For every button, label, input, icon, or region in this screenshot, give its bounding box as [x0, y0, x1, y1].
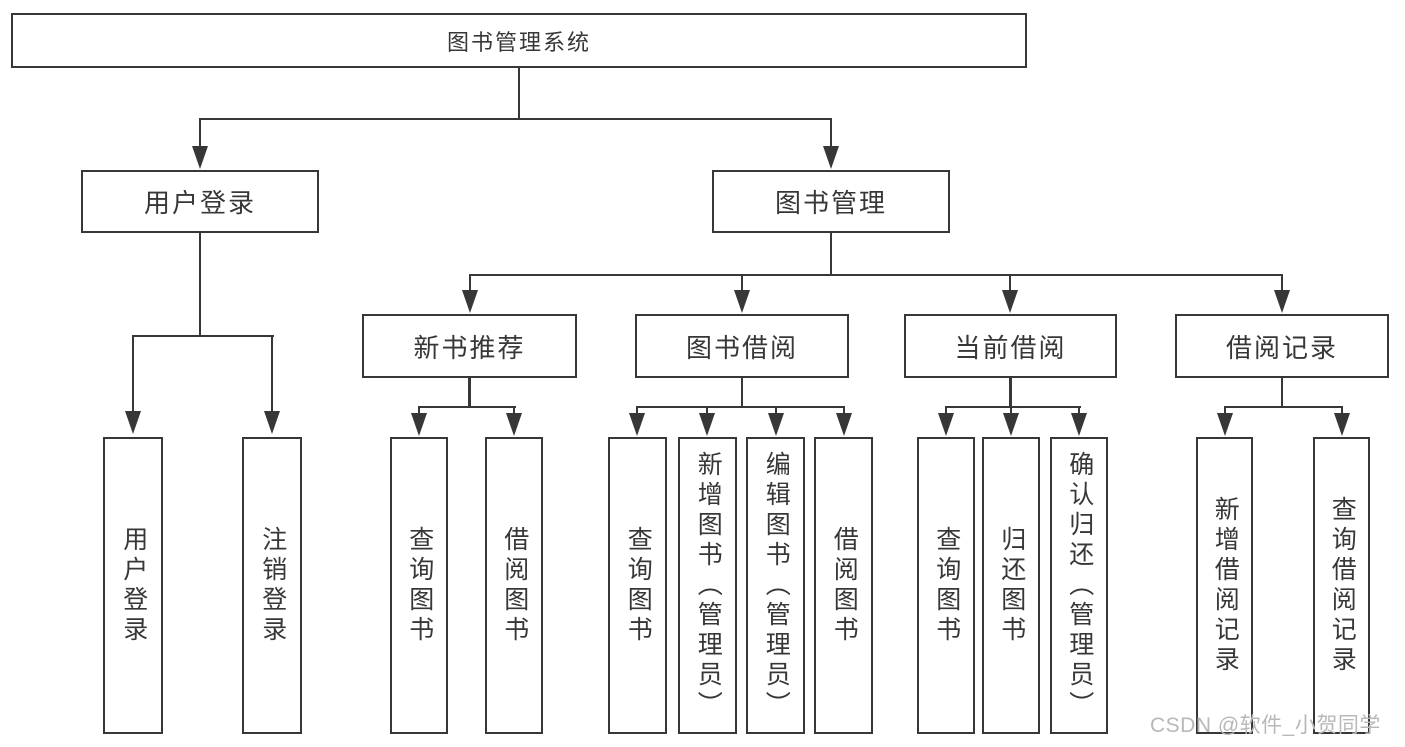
- connector-line: [198, 119, 202, 147]
- arrow-down-icon: [410, 413, 427, 436]
- connector-line: [944, 405, 1082, 409]
- connector-line: [1340, 407, 1344, 415]
- arrow-down-icon: [937, 413, 954, 436]
- node-label: 借阅记录: [1225, 332, 1338, 363]
- arrow-down-icon: [191, 146, 208, 169]
- connector-line: [1280, 378, 1284, 408]
- leaf-label: 新增图书（管理员）: [694, 450, 723, 721]
- node-label: 用户登录: [143, 188, 256, 218]
- arrow-down-icon: [1070, 413, 1087, 436]
- connector-line: [635, 405, 846, 409]
- connector-line: [131, 336, 135, 411]
- connector-line: [468, 378, 471, 408]
- arrow-down-icon: [1273, 290, 1290, 313]
- leaf-label: 查询借阅记录: [1328, 495, 1357, 676]
- connector-line: [417, 407, 421, 415]
- connector-line: [468, 273, 1283, 277]
- arrow-down-icon: [1333, 413, 1350, 436]
- node-label: 图书借阅: [685, 332, 798, 363]
- node-user-login: 用户登录: [81, 170, 319, 233]
- watermark: CSDN @软件_小贺同学: [1150, 714, 1381, 737]
- arrow-down-icon: [1002, 413, 1019, 436]
- connector-line: [635, 407, 639, 415]
- node-current-borrow: 当前借阅: [904, 314, 1117, 378]
- leaf-label: 借阅图书: [830, 525, 859, 646]
- node-new-book-recommend: 新书推荐: [362, 314, 577, 378]
- connector-line: [198, 117, 833, 121]
- node-label: 图书管理: [774, 188, 887, 218]
- connector-line: [740, 378, 744, 408]
- connector-line: [774, 407, 778, 415]
- connector-line: [1223, 405, 1344, 409]
- connector-line: [270, 336, 274, 411]
- leaf-borrow-books: 借阅图书: [814, 437, 873, 734]
- arrow-down-icon: [505, 413, 522, 436]
- connector-line: [1009, 378, 1012, 408]
- node-book-borrow: 图书借阅: [635, 314, 849, 378]
- arrow-down-icon: [835, 413, 852, 436]
- arrow-down-icon: [822, 146, 839, 169]
- node-label: 新书推荐: [413, 332, 526, 363]
- leaf-label: 查询图书: [932, 525, 961, 646]
- leaf-user-login: 用户登录: [103, 437, 163, 734]
- leaf-edit-books-admin: 编辑图书（管理员）: [746, 437, 805, 734]
- leaf-confirm-return-admin: 确认归还（管理员）: [1050, 437, 1108, 734]
- arrow-down-icon: [1001, 290, 1018, 313]
- leaf-return-books: 归还图书: [982, 437, 1040, 734]
- connector-line: [1280, 275, 1284, 291]
- connector-line: [131, 334, 275, 338]
- connector-line: [517, 68, 521, 119]
- leaf-label: 归还图书: [997, 525, 1026, 646]
- node-book-management: 图书管理: [712, 170, 950, 233]
- node-label: 当前借阅: [954, 332, 1067, 363]
- leaf-query-books-current: 查询图书: [917, 437, 975, 734]
- node-label: 图书管理系统: [446, 29, 591, 55]
- leaf-query-books-borrow: 查询图书: [608, 437, 667, 734]
- leaf-label: 查询图书: [624, 525, 653, 646]
- node-borrow-records: 借阅记录: [1175, 314, 1389, 378]
- connector-line: [512, 407, 516, 415]
- connector-line: [740, 275, 744, 291]
- arrow-down-icon: [698, 413, 715, 436]
- connector-line: [1223, 407, 1227, 415]
- connector-line: [705, 407, 709, 415]
- arrow-down-icon: [767, 413, 784, 436]
- connector-line: [1009, 407, 1013, 415]
- leaf-label: 注销登录: [258, 525, 287, 646]
- connector-line: [842, 407, 846, 415]
- arrow-down-icon: [1216, 413, 1233, 436]
- leaf-label: 新增借阅记录: [1211, 495, 1240, 676]
- leaf-label: 确认归还（管理员）: [1065, 450, 1094, 721]
- leaf-query-borrow-record: 查询借阅记录: [1313, 437, 1370, 734]
- connector-line: [417, 405, 517, 409]
- leaf-borrow-books-recommend: 借阅图书: [485, 437, 543, 734]
- leaf-label: 用户登录: [119, 525, 148, 646]
- connector-line: [1008, 275, 1012, 291]
- leaf-label: 借阅图书: [500, 525, 529, 646]
- connector-line: [468, 275, 472, 291]
- arrow-down-icon: [733, 290, 750, 313]
- connector-line: [829, 119, 833, 147]
- leaf-label: 编辑图书（管理员）: [762, 450, 791, 721]
- leaf-query-books-recommend: 查询图书: [390, 437, 448, 734]
- connector-line: [198, 233, 202, 337]
- leaf-add-books-admin: 新增图书（管理员）: [678, 437, 737, 734]
- node-library-management-system: 图书管理系统: [11, 13, 1027, 68]
- arrow-down-icon: [124, 411, 141, 434]
- arrow-down-icon: [628, 413, 645, 436]
- connector-line: [829, 233, 833, 276]
- connector-line: [944, 407, 948, 415]
- leaf-logout: 注销登录: [242, 437, 302, 734]
- leaf-label: 查询图书: [405, 525, 434, 646]
- connector-line: [1077, 407, 1081, 415]
- arrow-down-icon: [461, 290, 478, 313]
- arrow-down-icon: [263, 411, 280, 434]
- leaf-add-borrow-record: 新增借阅记录: [1196, 437, 1253, 734]
